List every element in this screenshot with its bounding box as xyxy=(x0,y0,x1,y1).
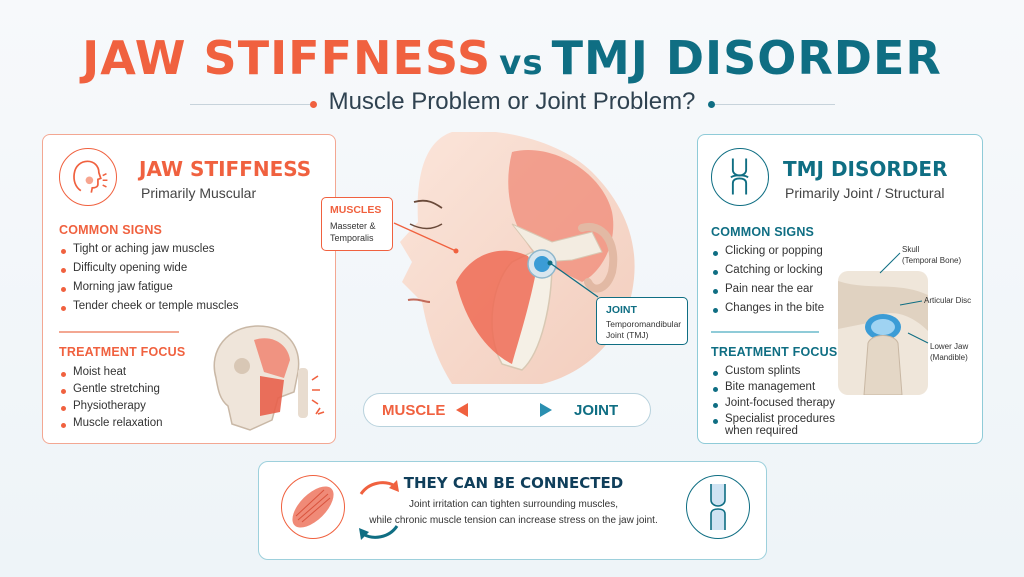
left-signs-list: Tight or aching jaw muscles Difficulty o… xyxy=(61,243,239,312)
list-item: Custom splints xyxy=(713,365,835,377)
connection-heading: THEY CAN BE CONNECTED xyxy=(403,474,624,492)
joint-sublabel: Temporomandibular Joint (TMJ) xyxy=(606,319,682,340)
left-treatment-heading: TREATMENT FOCUS xyxy=(59,345,186,359)
list-item: Tight or aching jaw muscles xyxy=(61,243,239,255)
list-item: Muscle relaxation xyxy=(61,417,162,429)
list-item: Tender cheek or temple muscles xyxy=(61,300,239,312)
jaw-stiffness-subtitle: Primarily Muscular xyxy=(141,185,257,201)
list-item: Clicking or popping xyxy=(713,245,824,257)
right-treatment-heading: TREATMENT FOCUS xyxy=(711,345,838,359)
cycle-arrows-icon xyxy=(359,480,399,540)
right-signs-list: Clicking or popping Catching or locking … xyxy=(713,245,824,314)
subtitle-dot-left xyxy=(310,101,317,108)
title-vs: vs xyxy=(499,43,544,83)
subtitle-rule-right xyxy=(715,104,835,105)
right-divider xyxy=(711,331,819,333)
double-arrow-icon xyxy=(456,403,552,417)
tmj-disorder-title: TMJ DISORDER xyxy=(783,157,948,181)
left-treatment-list: Moist heat Gentle stretching Physiothera… xyxy=(61,366,162,429)
subtitle-dot-right xyxy=(708,101,715,108)
connection-line-1: Joint irritation can tighten surrounding… xyxy=(409,499,618,510)
joint-word: JOINT xyxy=(574,402,619,419)
face-pain-icon xyxy=(59,148,117,206)
list-item: Catching or locking xyxy=(713,264,824,276)
list-item: Specialist procedures xyxy=(713,413,835,425)
tmj-disorder-subtitle: Primarily Joint / Structural xyxy=(785,185,945,201)
center-callout-lines xyxy=(393,222,599,298)
muscles-label: MUSCLES xyxy=(330,204,382,216)
joint-callout: JOINT Temporomandibular Joint (TMJ) xyxy=(596,297,688,345)
muscle-joint-spectrum: MUSCLE JOINT xyxy=(363,393,651,427)
right-treatment-list: Custom splints Bite management Joint-foc… xyxy=(713,365,835,437)
label-lower-jaw: Lower Jaw (Mandible) xyxy=(930,342,969,362)
connection-line-2: while chronic muscle tension can increas… xyxy=(369,515,658,526)
list-item-continued: when required xyxy=(725,425,798,437)
tmj-disorder-panel: TMJ DISORDER Primarily Joint / Structura… xyxy=(697,134,983,444)
muscles-callout: MUSCLES Masseter & Temporalis xyxy=(321,197,393,251)
label-skull: Skull (Temporal Bone) xyxy=(902,245,962,265)
list-item: Moist heat xyxy=(61,366,162,378)
knee-joint-icon xyxy=(711,148,769,206)
muscle-fiber-icon xyxy=(281,475,345,539)
joint-label: JOINT xyxy=(606,304,637,316)
list-item: Difficulty opening wide xyxy=(61,262,239,274)
list-item: Bite management xyxy=(713,381,835,393)
connection-panel: THEY CAN BE CONNECTED Joint irritation c… xyxy=(258,461,767,560)
list-item: Physiotherapy xyxy=(61,400,162,412)
jaw-stiffness-panel: JAW STIFFNESS Primarily Muscular COMMON … xyxy=(42,134,336,444)
left-signs-heading: COMMON SIGNS xyxy=(59,223,163,237)
face-anatomy-illustration xyxy=(400,132,635,384)
joint-bone-icon xyxy=(686,475,750,539)
subtitle-rule-left xyxy=(190,104,310,105)
muscle-word: MUSCLE xyxy=(382,402,446,419)
muscles-sublabel: Masseter & Temporalis xyxy=(330,221,376,243)
list-item: Joint-focused therapy xyxy=(713,397,835,409)
skull-muscle-illustration xyxy=(213,325,325,431)
page-subtitle: Muscle Problem or Joint Problem? xyxy=(328,88,696,115)
joint-closeup-illustration xyxy=(838,271,928,395)
right-signs-heading: COMMON SIGNS xyxy=(711,225,815,239)
list-item: Gentle stretching xyxy=(61,383,162,395)
label-articular-disc: Articular Disc xyxy=(924,296,972,305)
list-item: Morning jaw fatigue xyxy=(61,281,239,293)
list-item: Pain near the ear xyxy=(713,283,824,295)
title-left: JAW STIFFNESS xyxy=(82,31,492,85)
joint-leader-lines xyxy=(879,252,929,344)
jaw-stiffness-title: JAW STIFFNESS xyxy=(139,157,312,181)
title-right: TMJ DISORDER xyxy=(551,31,942,85)
left-divider xyxy=(59,331,179,333)
list-item: Changes in the bite xyxy=(713,302,824,314)
